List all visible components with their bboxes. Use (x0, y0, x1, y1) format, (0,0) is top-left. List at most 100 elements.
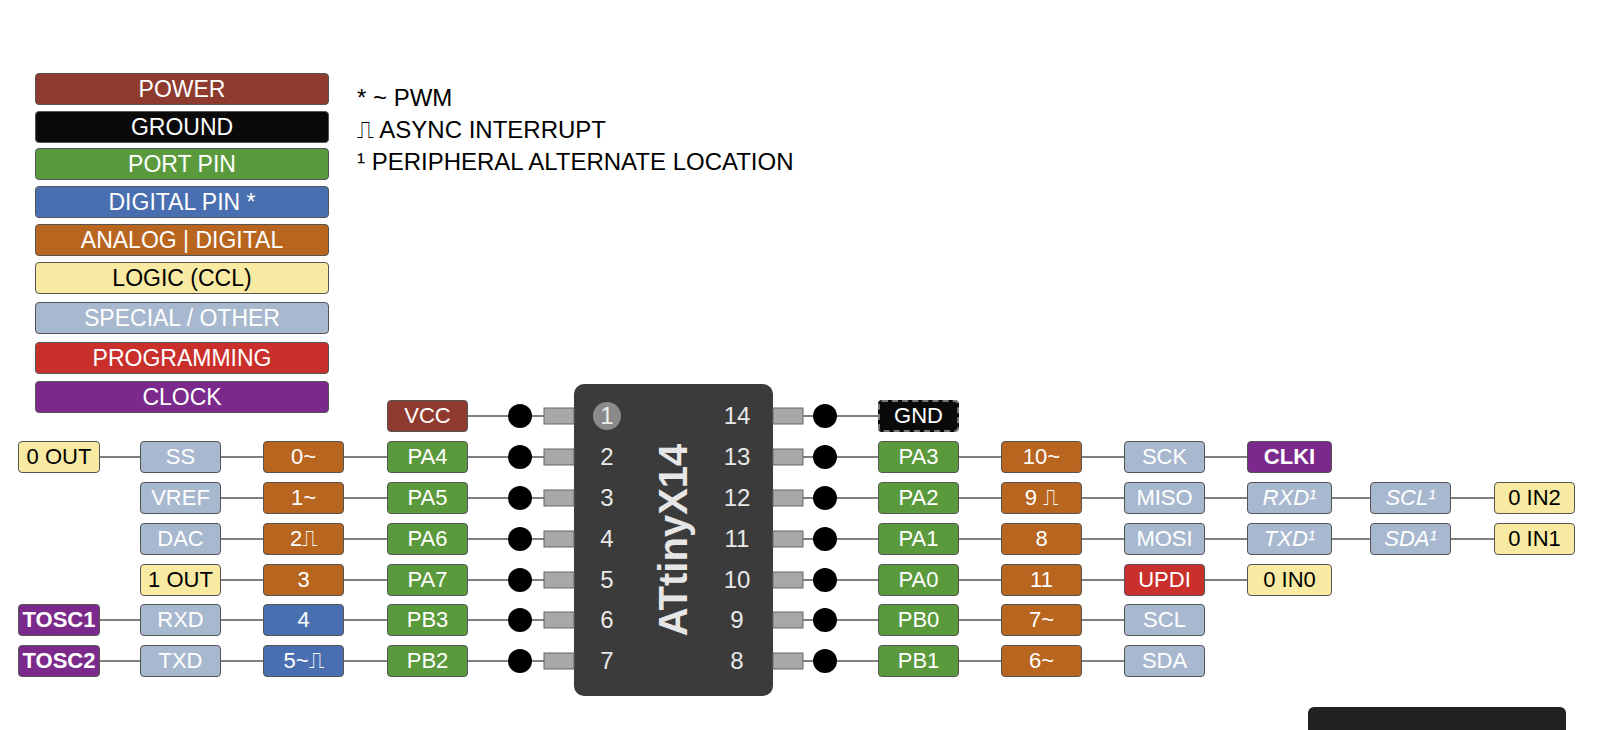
pin-label: 5~⎍ (263, 645, 344, 677)
pin-label: VCC (387, 400, 468, 432)
pin-leader (468, 538, 574, 540)
pin-leader (344, 660, 387, 662)
legend-text: ⎍ ASYNC INTERRUPT (357, 116, 606, 144)
pin-label: 4 (263, 604, 344, 636)
pin-label: 11 (1001, 564, 1082, 596)
pin-text: SS (166, 444, 195, 470)
pin-text: 6~ (1029, 648, 1054, 674)
pin-label: PB2 (387, 645, 468, 677)
pin-leader (773, 619, 878, 621)
pin-label: 1 OUT (140, 564, 221, 596)
pin-leader (1082, 497, 1124, 499)
pin-leader (1205, 579, 1247, 581)
pin-number: 10 (719, 566, 755, 594)
pin-leader (773, 660, 878, 662)
pin-label: 0 IN2 (1494, 482, 1575, 514)
pin-leader (221, 579, 263, 581)
pin-leader (344, 456, 387, 458)
pin-leader (468, 497, 574, 499)
pin-label: UPDI (1124, 564, 1205, 596)
pin-label: MISO (1124, 482, 1205, 514)
pin-leader (221, 497, 263, 499)
legend-text: POWER (139, 76, 226, 103)
pin-label: 0 OUT (18, 441, 100, 473)
pin-leader (1082, 456, 1124, 458)
legend-text: CLOCK (142, 384, 221, 411)
pin-leader (773, 579, 878, 581)
legend-swatch: CLOCK (35, 381, 329, 413)
legend-swatch: PROGRAMMING (35, 342, 329, 374)
pin-label: PB1 (878, 645, 959, 677)
pin-number: 11 (719, 525, 755, 553)
pin-leader (344, 579, 387, 581)
pin-text: VCC (404, 403, 450, 429)
pin-number: 14 (719, 402, 755, 430)
pin-text: 7~ (1029, 607, 1054, 633)
pin-text: DAC (157, 526, 203, 552)
pin-text: PB0 (898, 607, 940, 633)
pin-label: 3 (263, 564, 344, 596)
pin-text: TOSC1 (23, 607, 96, 633)
pin-leader (468, 579, 574, 581)
pin-label: 9 ⎍ (1001, 482, 1082, 514)
pin-text: 8 (1035, 526, 1047, 552)
pin-leader (959, 538, 1001, 540)
pin-label: PA5 (387, 482, 468, 514)
pin-label: 0~ (263, 441, 344, 473)
legend-text: ¹ PERIPHERAL ALTERNATE LOCATION (357, 148, 794, 176)
pin-label: SDA¹ (1370, 523, 1451, 555)
pin-label: TXD (140, 645, 221, 677)
pin-leader (959, 579, 1001, 581)
pin-leader (959, 497, 1001, 499)
pin-leader (344, 619, 387, 621)
pin-label: MOSI (1124, 523, 1205, 555)
legend-swatch: SPECIAL / OTHER (35, 302, 329, 334)
pin-leader (468, 456, 574, 458)
pin-label: 2⎍ (263, 523, 344, 555)
pin-label: PB0 (878, 604, 959, 636)
pin-leader (221, 538, 263, 540)
pin-leader (100, 456, 140, 458)
pin-leader (1082, 660, 1124, 662)
pin-label: 8 (1001, 523, 1082, 555)
pin-text: 9 ⎍ (1025, 485, 1058, 511)
pin-label: PA1 (878, 523, 959, 555)
pin-number: 13 (719, 443, 755, 471)
pin-number: 4 (589, 525, 625, 553)
pin-leader (1451, 538, 1494, 540)
pin-number: 8 (719, 647, 755, 675)
pin-text: 1~ (291, 485, 316, 511)
pin-leader (468, 619, 574, 621)
pin-label: SS (140, 441, 221, 473)
legend-text: DIGITAL PIN * (109, 189, 256, 216)
pin-leader (959, 660, 1001, 662)
pin-text: PA4 (408, 444, 448, 470)
pin-leader (959, 619, 1001, 621)
pin-label: SCL (1124, 604, 1205, 636)
pin-text: GND (894, 403, 943, 429)
pin-leader (1205, 538, 1247, 540)
pin-text: VREF (151, 485, 210, 511)
pin-number: 7 (589, 647, 625, 675)
pin-leader (773, 456, 878, 458)
pin-text: 0 OUT (27, 444, 92, 470)
pin-number: 3 (589, 484, 625, 512)
pin-text: 0 IN2 (1508, 485, 1561, 511)
pin-number: 5 (589, 566, 625, 594)
pin-label: CLKI (1247, 441, 1332, 473)
pin-text: 4 (297, 607, 309, 633)
pin-leader (468, 660, 574, 662)
legend-text: * ~ PWM (357, 84, 452, 112)
pin-leader (1332, 538, 1370, 540)
pin-text: PA7 (408, 567, 448, 593)
pin-label: TXD¹ (1247, 523, 1332, 555)
pin-leader (773, 497, 878, 499)
pin-label: PA7 (387, 564, 468, 596)
pin-leader (773, 415, 878, 417)
pin-leader (1332, 497, 1370, 499)
pin-label: PA0 (878, 564, 959, 596)
pin-label: SCK (1124, 441, 1205, 473)
legend-swatch: GROUND (35, 111, 329, 143)
pin-number: 12 (719, 484, 755, 512)
legend-text: PORT PIN (128, 151, 236, 178)
